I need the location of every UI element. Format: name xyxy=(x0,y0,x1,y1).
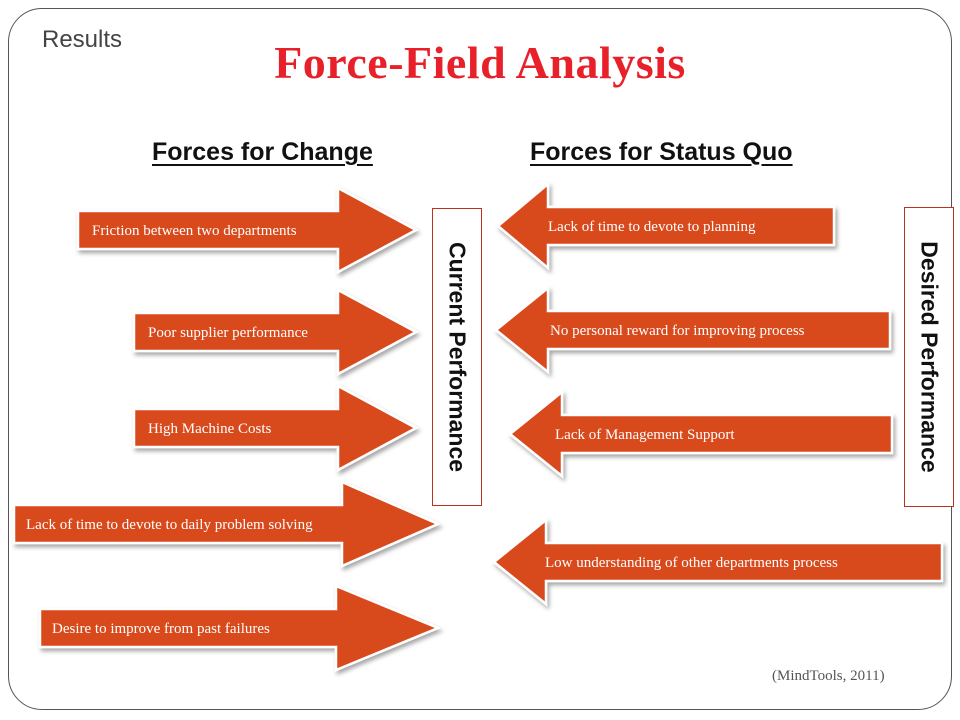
current-performance-box: Current Performance xyxy=(432,208,482,506)
status-quo-force-arrow-shape xyxy=(496,181,836,271)
status-quo-force-arrow-shape xyxy=(494,285,892,375)
status-quo-force-arrow: Low understanding of other departments p… xyxy=(492,517,944,607)
status-quo-force-arrow-label: Low understanding of other departments p… xyxy=(545,555,838,571)
change-force-arrow-shape xyxy=(132,287,419,377)
change-force-arrow: High Machine Costs xyxy=(132,383,419,473)
change-force-arrow: Desire to improve from past failures xyxy=(38,584,442,672)
change-force-arrow-shape xyxy=(12,480,442,568)
status-quo-force-arrow-shape xyxy=(508,389,894,479)
change-force-arrow-label: Lack of time to devote to daily problem … xyxy=(26,517,313,533)
change-force-arrow-shape xyxy=(132,383,419,473)
page-title: Force-Field Analysis xyxy=(274,37,686,88)
status-quo-force-arrow-label: Lack of time to devote to planning xyxy=(548,219,756,235)
change-force-arrow-label: Poor supplier performance xyxy=(148,325,308,341)
change-force-arrow-label: High Machine Costs xyxy=(148,421,271,437)
status-quo-force-arrow-shape xyxy=(492,517,944,607)
current-performance-label: Current Performance xyxy=(444,241,471,473)
status-quo-force-arrow: Lack of Management Support xyxy=(508,389,894,479)
desired-performance-box: Desired Performance xyxy=(904,207,954,507)
change-force-arrow-shape xyxy=(76,185,419,275)
status-quo-force-arrow: No personal reward for improving process xyxy=(494,285,892,375)
forces-for-status-quo-heading: Forces for Status Quo xyxy=(530,138,793,166)
change-force-arrow: Friction between two departments xyxy=(76,185,419,275)
status-quo-force-arrow: Lack of time to devote to planning xyxy=(496,181,836,271)
change-force-arrow-shape xyxy=(38,584,442,672)
status-quo-force-arrow-label: Lack of Management Support xyxy=(555,427,735,443)
change-force-arrow-label: Desire to improve from past failures xyxy=(52,621,270,637)
desired-performance-label: Desired Performance xyxy=(916,241,943,473)
change-force-arrow-label: Friction between two departments xyxy=(92,223,297,239)
forces-for-change-heading: Forces for Change xyxy=(152,138,373,166)
section-label: Results xyxy=(42,26,123,53)
citation: (MindTools, 2011) xyxy=(772,668,885,684)
status-quo-force-arrow-label: No personal reward for improving process xyxy=(550,323,805,339)
change-force-arrow: Poor supplier performance xyxy=(132,287,419,377)
change-force-arrow: Lack of time to devote to daily problem … xyxy=(12,480,442,568)
